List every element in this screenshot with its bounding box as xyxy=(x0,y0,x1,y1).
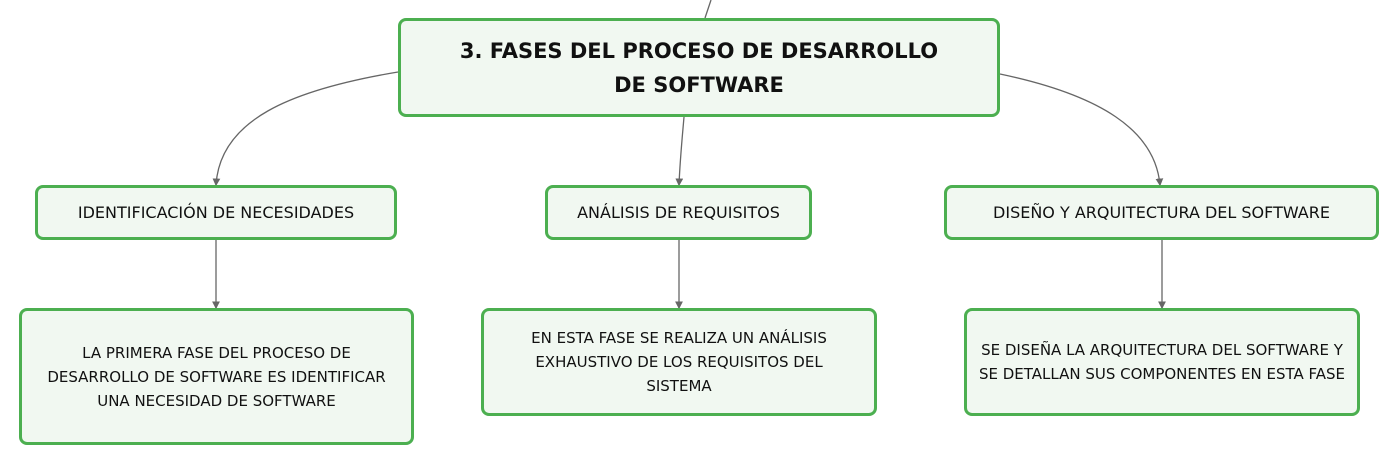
branch-node-analisis[interactable]: ANÁLISIS DE REQUISITOS xyxy=(545,185,812,240)
detail-node-diseno[interactable]: SE DISEÑA LA ARQUITECTURA DEL SOFTWARE Y… xyxy=(964,308,1360,416)
detail-node-analisis[interactable]: EN ESTA FASE SE REALIZA UN ANÁLISIS EXHA… xyxy=(481,308,877,416)
branch-label-analisis: ANÁLISIS DE REQUISITOS xyxy=(577,203,780,222)
branch-label-identificacion: IDENTIFICACIÓN DE NECESIDADES xyxy=(77,203,355,222)
root-topic-label: 3. FASES DEL PROCESO DE DESARROLLO DE SO… xyxy=(459,38,939,97)
connector-incoming-root xyxy=(704,0,712,19)
branch-node-diseno[interactable]: DISEÑO Y ARQUITECTURA DEL SOFTWARE xyxy=(944,185,1379,240)
detail-text-diseno: SE DISEÑA LA ARQUITECTURA DEL SOFTWARE Y… xyxy=(978,341,1346,383)
branch-label-diseno: DISEÑO Y ARQUITECTURA DEL SOFTWARE xyxy=(993,203,1330,222)
connector-root-to-identificacion xyxy=(212,71,399,187)
connector-root-to-diseno xyxy=(999,73,1164,187)
detail-node-identificacion[interactable]: LA PRIMERA FASE DEL PROCESO DE DESARROLL… xyxy=(19,308,414,445)
detail-text-identificacion: LA PRIMERA FASE DEL PROCESO DE DESARROLL… xyxy=(47,343,386,410)
detail-text-analisis: EN ESTA FASE SE REALIZA UN ANÁLISIS EXHA… xyxy=(531,329,827,395)
branch-node-identificacion[interactable]: IDENTIFICACIÓN DE NECESIDADES xyxy=(35,185,397,240)
connector-root-to-analisis xyxy=(675,116,685,187)
root-topic-node[interactable]: 3. FASES DEL PROCESO DE DESARROLLO DE SO… xyxy=(398,18,1000,117)
